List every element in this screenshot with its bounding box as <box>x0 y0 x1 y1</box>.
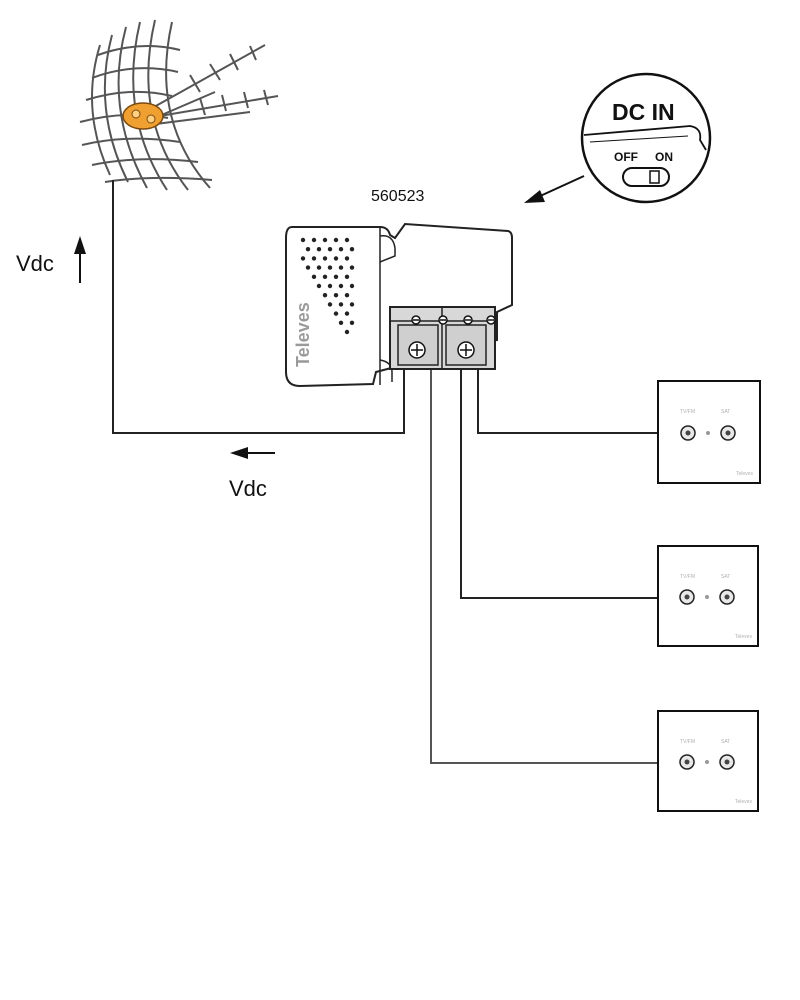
socket-brand: Televes <box>735 634 752 640</box>
coax-connector-icon[interactable] <box>720 425 736 441</box>
vdc-up-label: Vdc <box>16 251 54 276</box>
dc-in-title: DC IN <box>612 99 675 125</box>
vent-dot <box>333 293 339 298</box>
socket-right-label: SAT <box>721 409 730 415</box>
socket-left-label: TV/FM <box>680 409 695 415</box>
vdc-left-label: Vdc <box>229 476 267 501</box>
vent-dot <box>327 247 333 252</box>
socket-right-label: SAT <box>721 739 730 745</box>
arrow-left-icon <box>230 447 275 459</box>
vent-dot <box>338 247 344 252</box>
vent-dot <box>344 329 350 335</box>
amplifier-model: 560523 <box>371 188 424 205</box>
vent-dot <box>338 283 344 289</box>
amplifier-brand: Televes <box>293 302 313 367</box>
vent-dot <box>333 256 339 261</box>
coax-connector-icon[interactable] <box>680 425 696 441</box>
vent-dot <box>344 311 350 316</box>
coax-connector-icon[interactable] <box>719 754 735 770</box>
vent-dot <box>349 247 355 252</box>
wall-socket: TV/FM SAT Televes <box>657 545 759 647</box>
socket-led <box>705 595 709 599</box>
vent-dots <box>300 237 355 335</box>
vent-dot <box>349 302 355 307</box>
vent-dot <box>333 237 339 243</box>
cable-output-1 <box>477 370 658 434</box>
vent-dot <box>327 302 333 307</box>
dc-in-switch[interactable] <box>622 167 670 187</box>
vent-dot <box>349 320 355 325</box>
vent-dot <box>344 256 350 261</box>
coax-connector-icon[interactable] <box>719 589 735 605</box>
vent-dot <box>311 274 317 279</box>
vent-dot <box>316 283 322 289</box>
wall-socket: TV/FM SAT Televes <box>657 710 759 812</box>
cable-antenna-to-amplifier <box>112 180 405 434</box>
vent-dot <box>338 320 344 325</box>
vent-dot <box>327 265 333 270</box>
vent-dot <box>338 302 344 307</box>
cable-output-2 <box>460 370 658 599</box>
vent-dot <box>322 274 328 279</box>
socket-left-label: TV/FM <box>680 739 695 745</box>
vent-dot <box>311 237 317 243</box>
socket-led <box>706 431 710 435</box>
dc-in-callout <box>580 72 712 204</box>
vent-dot <box>327 283 333 289</box>
vent-dot <box>300 237 306 243</box>
vent-dot <box>344 274 350 279</box>
vent-dot <box>305 265 311 270</box>
vent-dot <box>322 237 328 243</box>
coax-connector-icon[interactable] <box>679 589 695 605</box>
vent-dot <box>344 237 350 243</box>
vent-dot <box>316 247 322 252</box>
vent-dot <box>349 265 355 270</box>
socket-led <box>705 760 709 764</box>
vent-dot <box>333 274 339 279</box>
vent-dot <box>349 283 355 289</box>
vent-dot <box>338 265 344 270</box>
vent-dot <box>300 256 306 261</box>
vent-dot <box>333 311 339 316</box>
vent-dot <box>322 293 328 298</box>
socket-left-label: TV/FM <box>680 574 695 580</box>
antenna-hub <box>122 102 164 130</box>
socket-brand: Televes <box>735 799 752 805</box>
vent-dot <box>316 265 322 270</box>
cable-output-3 <box>430 370 658 764</box>
vent-dot <box>322 256 328 261</box>
callout-pointer-arrow <box>524 175 585 203</box>
vent-dot <box>311 256 317 261</box>
socket-right-label: SAT <box>721 574 730 580</box>
vent-dot <box>344 293 350 298</box>
wall-socket: TV/FM SAT Televes <box>657 380 761 484</box>
arrow-up-icon <box>74 236 86 283</box>
socket-brand: Televes <box>736 471 753 477</box>
vent-dot <box>305 247 311 252</box>
coax-connector-icon[interactable] <box>679 754 695 770</box>
screw-terminal-icon <box>408 315 496 359</box>
antenna-icon <box>79 19 279 191</box>
switch-off-label: OFF <box>614 150 638 164</box>
switch-on-label: ON <box>655 150 673 164</box>
